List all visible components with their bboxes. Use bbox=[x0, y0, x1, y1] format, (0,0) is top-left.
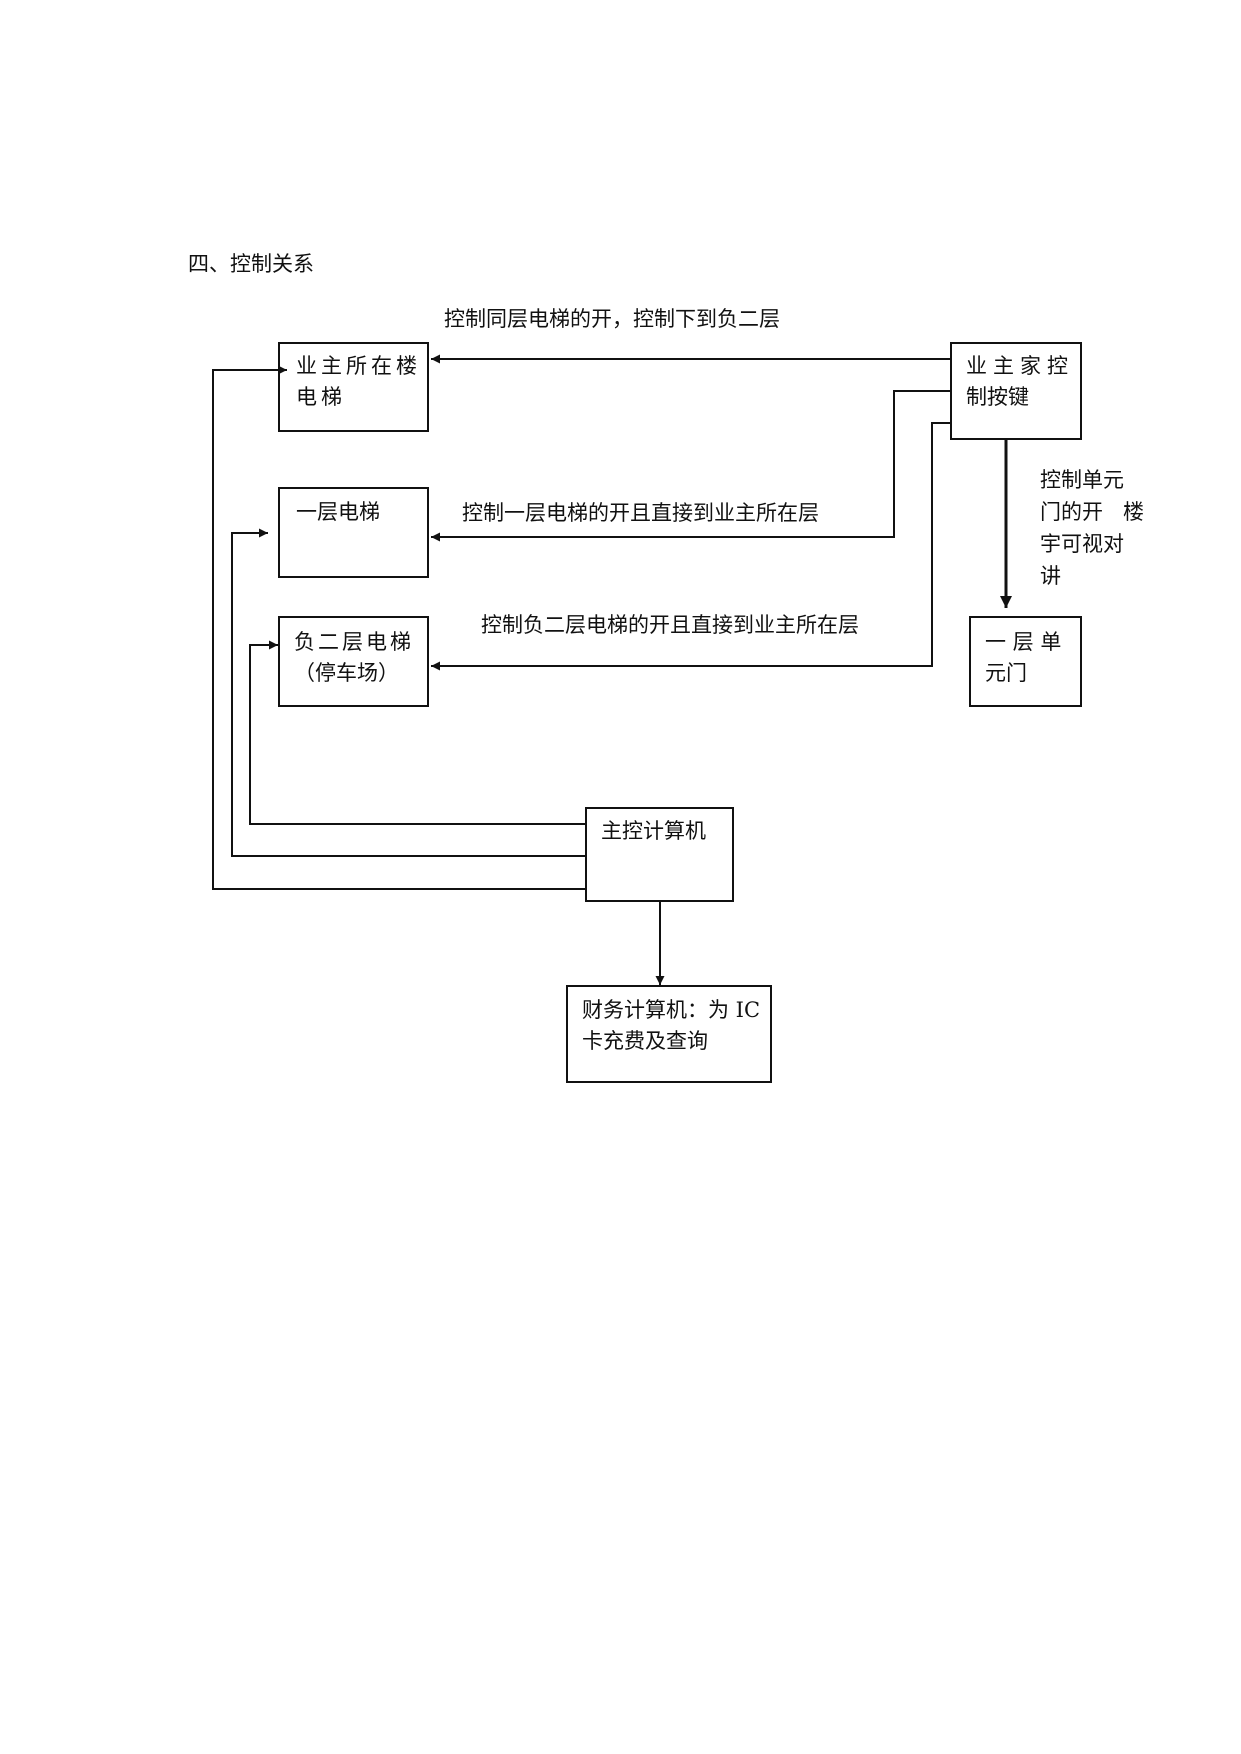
edge-label-keypad-to-unit-door: 控制单元 门的开 楼 宇可视对 讲 bbox=[1040, 468, 1145, 588]
edge-main-computer-to-b2-elevator bbox=[249, 640, 587, 825]
b2-elevator-label: 负二层电梯 （停车场） bbox=[294, 630, 414, 685]
first-floor-unit-door-box bbox=[969, 616, 1082, 707]
first-floor-unit-door-label: 一 层 单 元门 bbox=[985, 630, 1062, 685]
first-floor-elevator-box bbox=[278, 487, 429, 578]
main-control-computer-label: 主控计算机 bbox=[601, 819, 706, 843]
finance-computer-label: 财务计算机：为 IC 卡充费及查询 bbox=[582, 998, 761, 1053]
edge-label-keypad-to-b2: 控制负二层电梯的开且直接到业主所在层 bbox=[481, 613, 859, 637]
finance-computer-box bbox=[566, 985, 772, 1083]
edge-main-computer-to-owner-floor-elevator bbox=[212, 365, 587, 890]
main-control-computer-box bbox=[585, 807, 734, 902]
edge-keypad-to-b2-elevator bbox=[431, 422, 950, 671]
edge-label-keypad-to-owner-floor: 控制同层电梯的开，控制下到负二层 bbox=[444, 307, 780, 331]
section-heading: 四、控制关系 bbox=[188, 252, 314, 276]
edge-keypad-to-first-floor-elevator bbox=[431, 390, 950, 542]
first-floor-elevator-label: 一层电梯 bbox=[296, 500, 380, 524]
owner-floor-elevator-box bbox=[278, 342, 429, 432]
owner-home-keypad-label: 业主家控 制按键 bbox=[966, 354, 1074, 409]
edge-main-computer-to-first-floor-elevator bbox=[231, 528, 587, 857]
edge-label-keypad-to-first-floor: 控制一层电梯的开且直接到业主所在层 bbox=[462, 501, 819, 525]
b2-elevator-box bbox=[278, 616, 429, 707]
owner-floor-elevator-label: 业主所在楼 电梯 bbox=[296, 354, 421, 409]
owner-home-keypad-box bbox=[950, 342, 1082, 440]
